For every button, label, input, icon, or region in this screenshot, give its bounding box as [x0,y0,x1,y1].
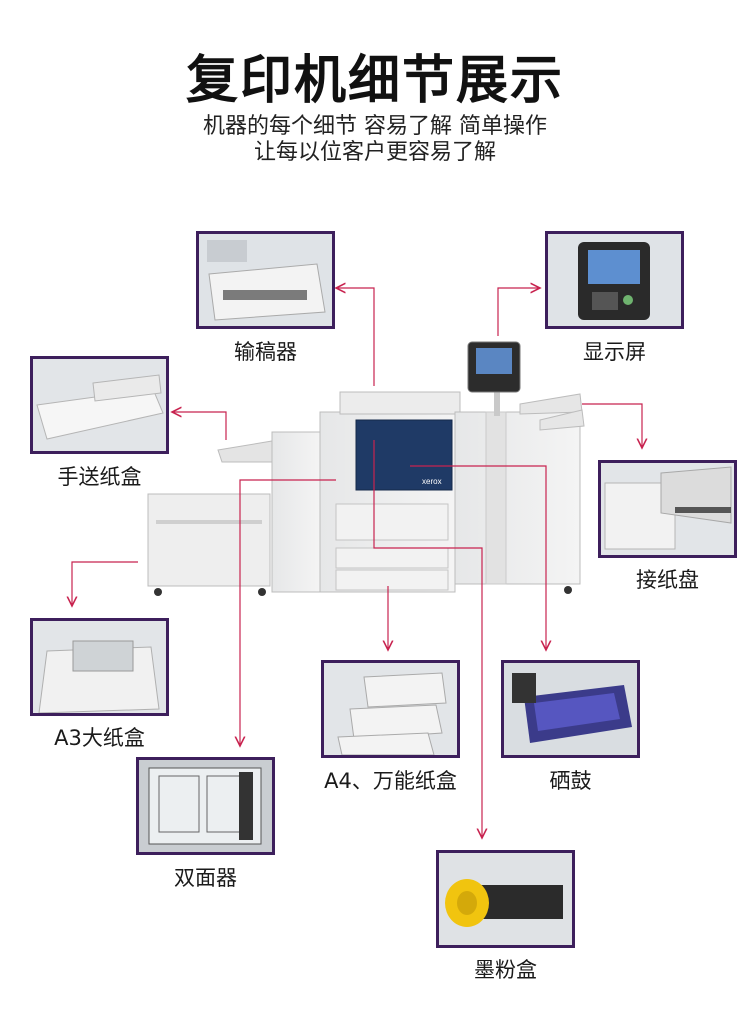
subtitle-line-2: 让每以位客户更容易了解 [253,140,496,165]
leader-lines [72,288,642,838]
label-output-tray: 接纸盘 [636,568,699,592]
leader-output-tray [582,403,642,448]
leader-bypass-tray [172,412,227,440]
duplex-unit-photo [136,757,275,855]
label-document-feeder: 输稿器 [234,340,297,364]
label-display: 显示屏 [583,340,646,364]
toner-cartridge-photo [436,850,575,948]
label-a3-tray: A3大纸盒 [54,726,145,750]
leader-display [497,288,540,336]
leader-document-feeder [336,288,375,386]
document-feeder-photo [196,231,335,329]
copier-machine: xerox [147,341,585,596]
a4-tray-photo [321,660,460,758]
label-a4-tray: A4、万能纸盒 [324,769,457,793]
bypass-tray-photo [30,356,169,454]
output-tray-photo [598,460,737,558]
brand-logo: xerox [422,477,442,486]
a3-tray-photo [30,618,169,716]
label-bypass-tray: 手送纸盒 [57,465,142,489]
leader-drum [410,465,546,650]
label-duplex-unit: 双面器 [174,866,237,890]
label-drum: 硒鼓 [549,769,592,793]
drum-photo [501,660,640,758]
leader-toner [373,440,482,838]
leader-a3-tray [72,561,138,606]
label-toner-cartridge: 墨粉盒 [474,958,537,982]
display-photo [545,231,684,329]
subtitle-line-1: 机器的每个细节 容易了解 简单操作 [203,114,547,139]
leader-duplex-unit [240,479,336,746]
page-title: 复印机细节展示 [185,51,564,111]
